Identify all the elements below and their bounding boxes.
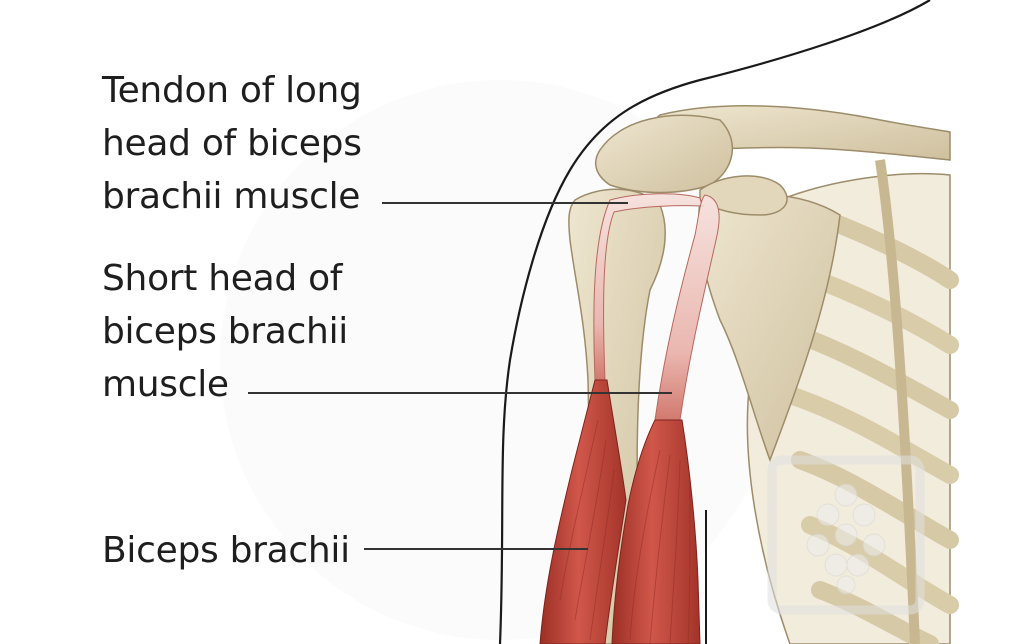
body-outline: [498, 0, 931, 644]
label-biceps-brachii: Biceps brachii: [102, 530, 350, 571]
label-short-head: Short head of biceps brachii muscle: [102, 258, 348, 405]
scapula: [697, 193, 841, 463]
long-head-tendon: [593, 193, 703, 381]
muscle-fibers: [559, 419, 691, 644]
label-tendon-long-head: Tendon of long head of biceps brachii mu…: [102, 70, 362, 217]
biceps-short-head-belly: [611, 419, 701, 644]
molecule-logo-icon: [767, 455, 925, 615]
coracoid-process: [699, 175, 788, 216]
